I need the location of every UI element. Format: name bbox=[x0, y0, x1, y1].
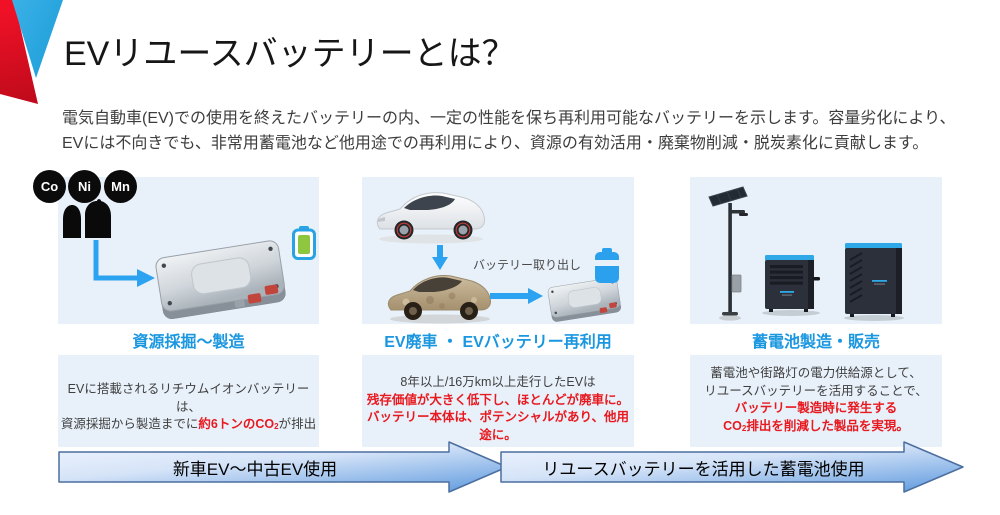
down-arrow-icon bbox=[432, 245, 448, 270]
co2-highlight: 約6トンのCO bbox=[198, 417, 275, 431]
element-chip-co: Co bbox=[33, 170, 66, 203]
ev-car-illustration bbox=[376, 192, 485, 244]
intro-line-2: EVには不向きでも、非常用蓄電池など他用途での再利用により、資源の有効活用・廃棄… bbox=[62, 135, 929, 152]
right-arrow-icon bbox=[490, 288, 543, 304]
description-box-sales: 蓄電池や街路灯の電力供給源として、 リユースバッテリーを活用することで、 バッテ… bbox=[690, 355, 942, 447]
flow-arrow-new-to-used-ev bbox=[58, 441, 508, 493]
desc-line-highlight: CO2排出を削減した製品を実現。 bbox=[723, 418, 909, 433]
battery-blue-icon bbox=[595, 248, 619, 283]
scrapped-car-illustration bbox=[387, 275, 491, 324]
desc-line: EVに搭載されるリチウムイオンバッテリーは、 bbox=[67, 382, 310, 414]
flow-arrow-label-ev-use: 新車EV～中古EV使用 bbox=[172, 459, 338, 479]
storage-battery-large-illustration bbox=[844, 243, 904, 321]
desc-line-highlight: バッテリー本体は、ポテンシャルがあり、他用途に。 bbox=[366, 410, 629, 442]
desc-line: 資源採掘から製造までに約6トンのCO2が排出 bbox=[60, 417, 317, 431]
battery-pack-removed-illustration bbox=[547, 277, 621, 322]
battery-pack-illustration bbox=[155, 240, 286, 319]
description-box-mining: EVに搭載されるリチウムイオンバッテリーは、 資源採掘から製造までに約6トンのC… bbox=[58, 355, 319, 447]
intro-paragraph: 電気自動車(EV)での使用を終えたバッテリーの内、一定の性能を保ち再利用可能なバ… bbox=[62, 106, 977, 156]
intro-line-1: 電気自動車(EV)での使用を終えたバッテリーの内、一定の性能を保ち再利用可能なバ… bbox=[62, 110, 956, 127]
step-label-reuse: EV廃車 ・ EVバッテリー再利用 bbox=[384, 334, 612, 351]
solar-streetlight-illustration bbox=[708, 186, 748, 321]
desc-line: 8年以上/16万km以上走行したEVは bbox=[400, 375, 596, 389]
desc-line: リユースバッテリーを活用することで、 bbox=[704, 383, 928, 398]
element-chip-mn: Mn bbox=[104, 170, 137, 203]
desc-line-highlight: バッテリー製造時に発生する bbox=[734, 401, 898, 415]
description-box-reuse: 8年以上/16万km以上走行したEVは 残存価値が大きく低下し、ほとんどが廃車に… bbox=[362, 355, 634, 447]
panel-ev-reuse: バッテリー取り出し bbox=[362, 177, 634, 324]
storage-battery-small-illustration bbox=[762, 255, 820, 316]
flow-arrow-reuse-storage bbox=[500, 441, 964, 493]
panel-storage-battery bbox=[690, 177, 942, 324]
l-flow-arrow-icon bbox=[93, 240, 155, 287]
step-label-mining: 資源採掘～製造 bbox=[132, 334, 245, 351]
page-title: EVリユースバッテリーとは？ bbox=[64, 35, 516, 73]
step-label-sales: 蓄電池製造・販売 bbox=[751, 334, 880, 351]
battery-removal-annotation: バッテリー取り出し bbox=[473, 258, 582, 272]
desc-line-highlight: 残存価値が大きく低下し、ほとんどが廃車に。 bbox=[366, 392, 630, 407]
desc-line: 蓄電池や街路灯の電力供給源として、 bbox=[710, 366, 922, 380]
flow-arrow-label-storage-use: リユースバッテリーを活用した蓄電池使用 bbox=[542, 459, 865, 479]
panel-resource-mining: Co Ni Mn bbox=[33, 170, 319, 324]
battery-full-green-icon bbox=[292, 226, 316, 260]
element-chip-ni: Ni bbox=[68, 170, 101, 203]
ore-mine-icon bbox=[63, 198, 111, 238]
